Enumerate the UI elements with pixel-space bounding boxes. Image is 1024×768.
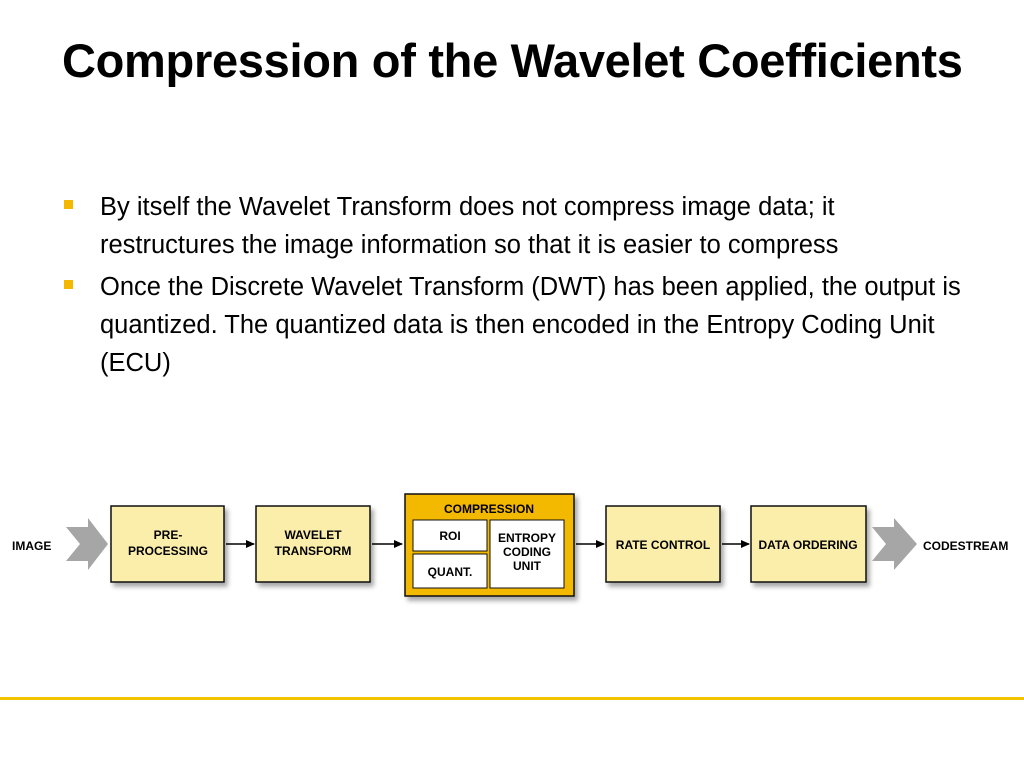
bullet-item: By itself the Wavelet Transform does not… bbox=[62, 188, 962, 264]
quant-box bbox=[412, 553, 488, 589]
bullet-text: By itself the Wavelet Transform does not… bbox=[100, 193, 839, 259]
preprocessing-label-line2: PROCESSING bbox=[128, 544, 208, 558]
preprocessing-label-line1: PRE- bbox=[154, 528, 183, 542]
output-arrow-icon bbox=[872, 518, 917, 570]
wavelet-label-line1: WAVELET bbox=[284, 528, 342, 542]
data-ordering-label: DATA ORDERING bbox=[758, 538, 857, 552]
entropy-box bbox=[489, 519, 565, 589]
bullet-item: Once the Discrete Wavelet Transform (DWT… bbox=[62, 268, 962, 382]
wavelet-label-line2: TRANSFORM bbox=[275, 544, 352, 558]
square-bullet-icon bbox=[64, 200, 73, 209]
data-ordering-box: DATA ORDERING bbox=[750, 505, 867, 583]
input-arrow-icon bbox=[66, 518, 108, 570]
entropy-label-line3: UNIT bbox=[513, 559, 542, 573]
square-bullet-icon bbox=[64, 280, 73, 289]
slide-title: Compression of the Wavelet Coefficients bbox=[62, 34, 963, 87]
roi-label: ROI bbox=[439, 529, 460, 543]
entropy-label-line2: CODING bbox=[503, 545, 551, 559]
compression-pipeline-diagram: IMAGE PRE- PROCESSING WAVELET TRANSFORM … bbox=[0, 470, 1024, 640]
wavelet-transform-box: WAVELET TRANSFORM bbox=[255, 505, 371, 583]
compression-title: COMPRESSION bbox=[444, 502, 534, 516]
bullet-list: By itself the Wavelet Transform does not… bbox=[62, 188, 962, 386]
rate-control-label: RATE CONTROL bbox=[616, 538, 710, 552]
preprocessing-box: PRE- PROCESSING bbox=[110, 505, 225, 583]
input-label: IMAGE bbox=[12, 539, 51, 553]
pipeline-svg: IMAGE PRE- PROCESSING WAVELET TRANSFORM … bbox=[12, 493, 1008, 597]
roi-box bbox=[412, 519, 488, 552]
output-label: CODESTREAM bbox=[923, 539, 1008, 553]
quant-label: QUANT. bbox=[428, 565, 473, 579]
entropy-label-line1: ENTROPY bbox=[498, 531, 556, 545]
compression-box: COMPRESSION ROI QUANT. ENTROPY CODING UN… bbox=[404, 493, 575, 597]
rate-control-box: RATE CONTROL bbox=[605, 505, 721, 583]
footer-rule bbox=[0, 697, 1024, 700]
bullet-text: Once the Discrete Wavelet Transform (DWT… bbox=[100, 273, 961, 377]
